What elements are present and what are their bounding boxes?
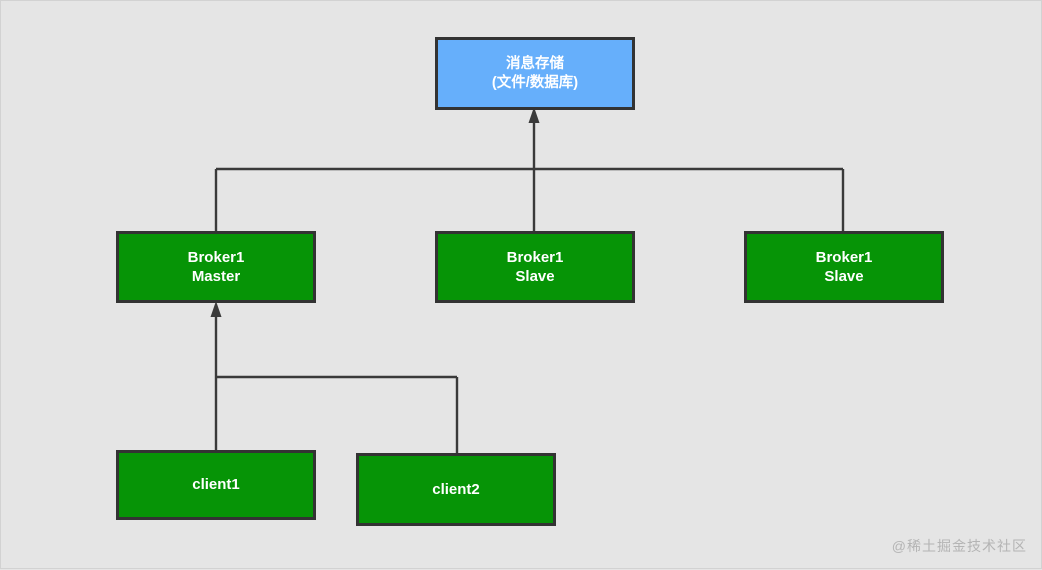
- node-broker1-slave-1[interactable]: Broker1 Slave: [435, 231, 635, 303]
- node-client2[interactable]: client2: [356, 453, 556, 526]
- node-client1[interactable]: client1: [116, 450, 316, 520]
- node-message-storage[interactable]: 消息存储 (文件/数据库): [435, 37, 635, 110]
- node-client1-label: client1: [192, 476, 240, 494]
- node-broker1-slave-2[interactable]: Broker1 Slave: [744, 231, 944, 303]
- arrowhead-to-storage: [528, 107, 540, 123]
- node-broker1-master-line2: Master: [191, 268, 241, 285]
- arrowhead-to-broker-master: [210, 301, 222, 317]
- watermark: @稀土掘金技术社区: [891, 538, 1027, 554]
- node-broker1-slave-2-line2: Slave: [824, 268, 864, 285]
- node-message-storage-line1: 消息存储: [506, 55, 564, 72]
- node-client2-label: client2: [432, 480, 480, 498]
- node-message-storage-line2: (文件/数据库): [491, 74, 579, 91]
- node-broker1-slave-1-line1: Broker1: [506, 248, 564, 266]
- node-broker1-master[interactable]: Broker1 Master: [116, 231, 316, 303]
- node-broker1-master-line1: Broker1: [187, 248, 245, 266]
- node-broker1-slave-1-line2: Slave: [515, 268, 555, 285]
- node-broker1-slave-2-line1: Broker1: [815, 248, 873, 266]
